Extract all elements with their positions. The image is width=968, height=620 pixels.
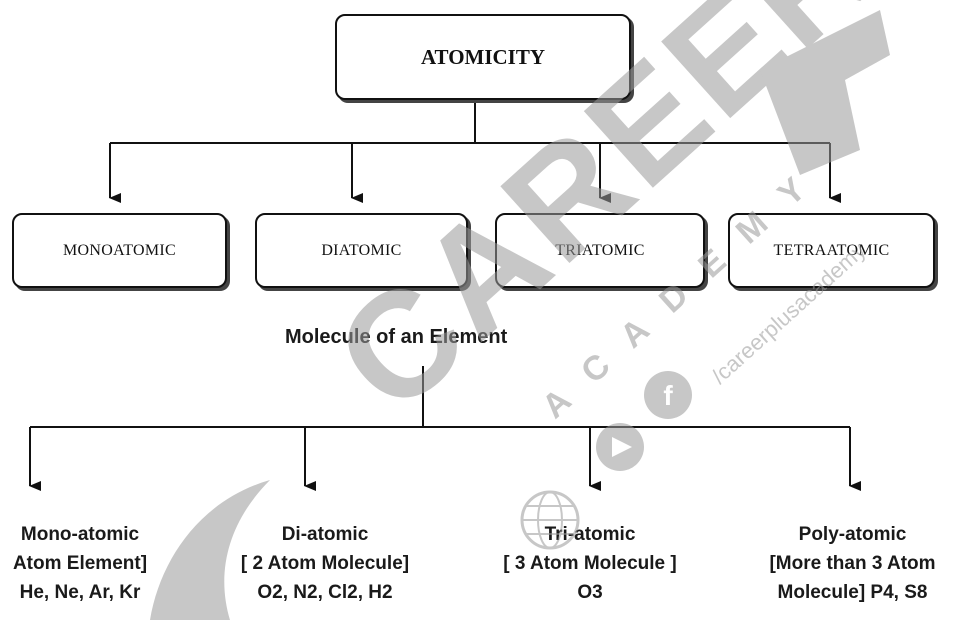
type-description: [More than 3 Atom: [769, 553, 936, 574]
triatomic-box: TRIATOMIC: [495, 213, 705, 288]
root-label: ATOMICITY: [420, 44, 546, 69]
tri-atomic-caption: Tri-atomic [ 3 Atom Molecule ] O3: [470, 520, 710, 607]
mono-atomic-caption: Mono-atomic Atom Element] He, Ne, Ar, Kr: [0, 520, 180, 607]
tetraatomic-box: TETRAATOMIC: [728, 213, 935, 288]
type-description: [ 3 Atom Molecule ]: [503, 553, 677, 574]
type-examples: He, Ne, Ar, Kr: [19, 582, 141, 603]
type-title: Tri-atomic: [544, 524, 636, 545]
di-atomic-caption: Di-atomic [ 2 Atom Molecule] O2, N2, Cl2…: [205, 520, 445, 607]
poly-atomic-caption: Poly-atomic [More than 3 Atom Molecule] …: [735, 520, 968, 607]
category-label: TETRAATOMIC: [773, 241, 890, 259]
type-examples: O3: [577, 582, 603, 603]
type-title: Di-atomic: [281, 524, 369, 545]
type-description: Atom Element]: [12, 553, 148, 574]
type-title: Mono-atomic: [20, 524, 140, 545]
type-title: Poly-atomic: [798, 524, 907, 545]
type-examples: Molecule] P4, S8: [777, 582, 928, 603]
category-label: DIATOMIC: [321, 241, 402, 259]
diagram-subtitle: Molecule of an Element: [285, 326, 508, 348]
category-label: TRIATOMIC: [555, 241, 645, 259]
type-description: [ 2 Atom Molecule]: [240, 553, 410, 574]
diatomic-box: DIATOMIC: [255, 213, 468, 288]
category-label: MONOATOMIC: [63, 241, 176, 259]
type-examples: O2, N2, Cl2, H2: [257, 582, 393, 603]
atomicity-root-box: ATOMICITY: [335, 14, 631, 100]
monoatomic-box: MONOATOMIC: [12, 213, 227, 288]
